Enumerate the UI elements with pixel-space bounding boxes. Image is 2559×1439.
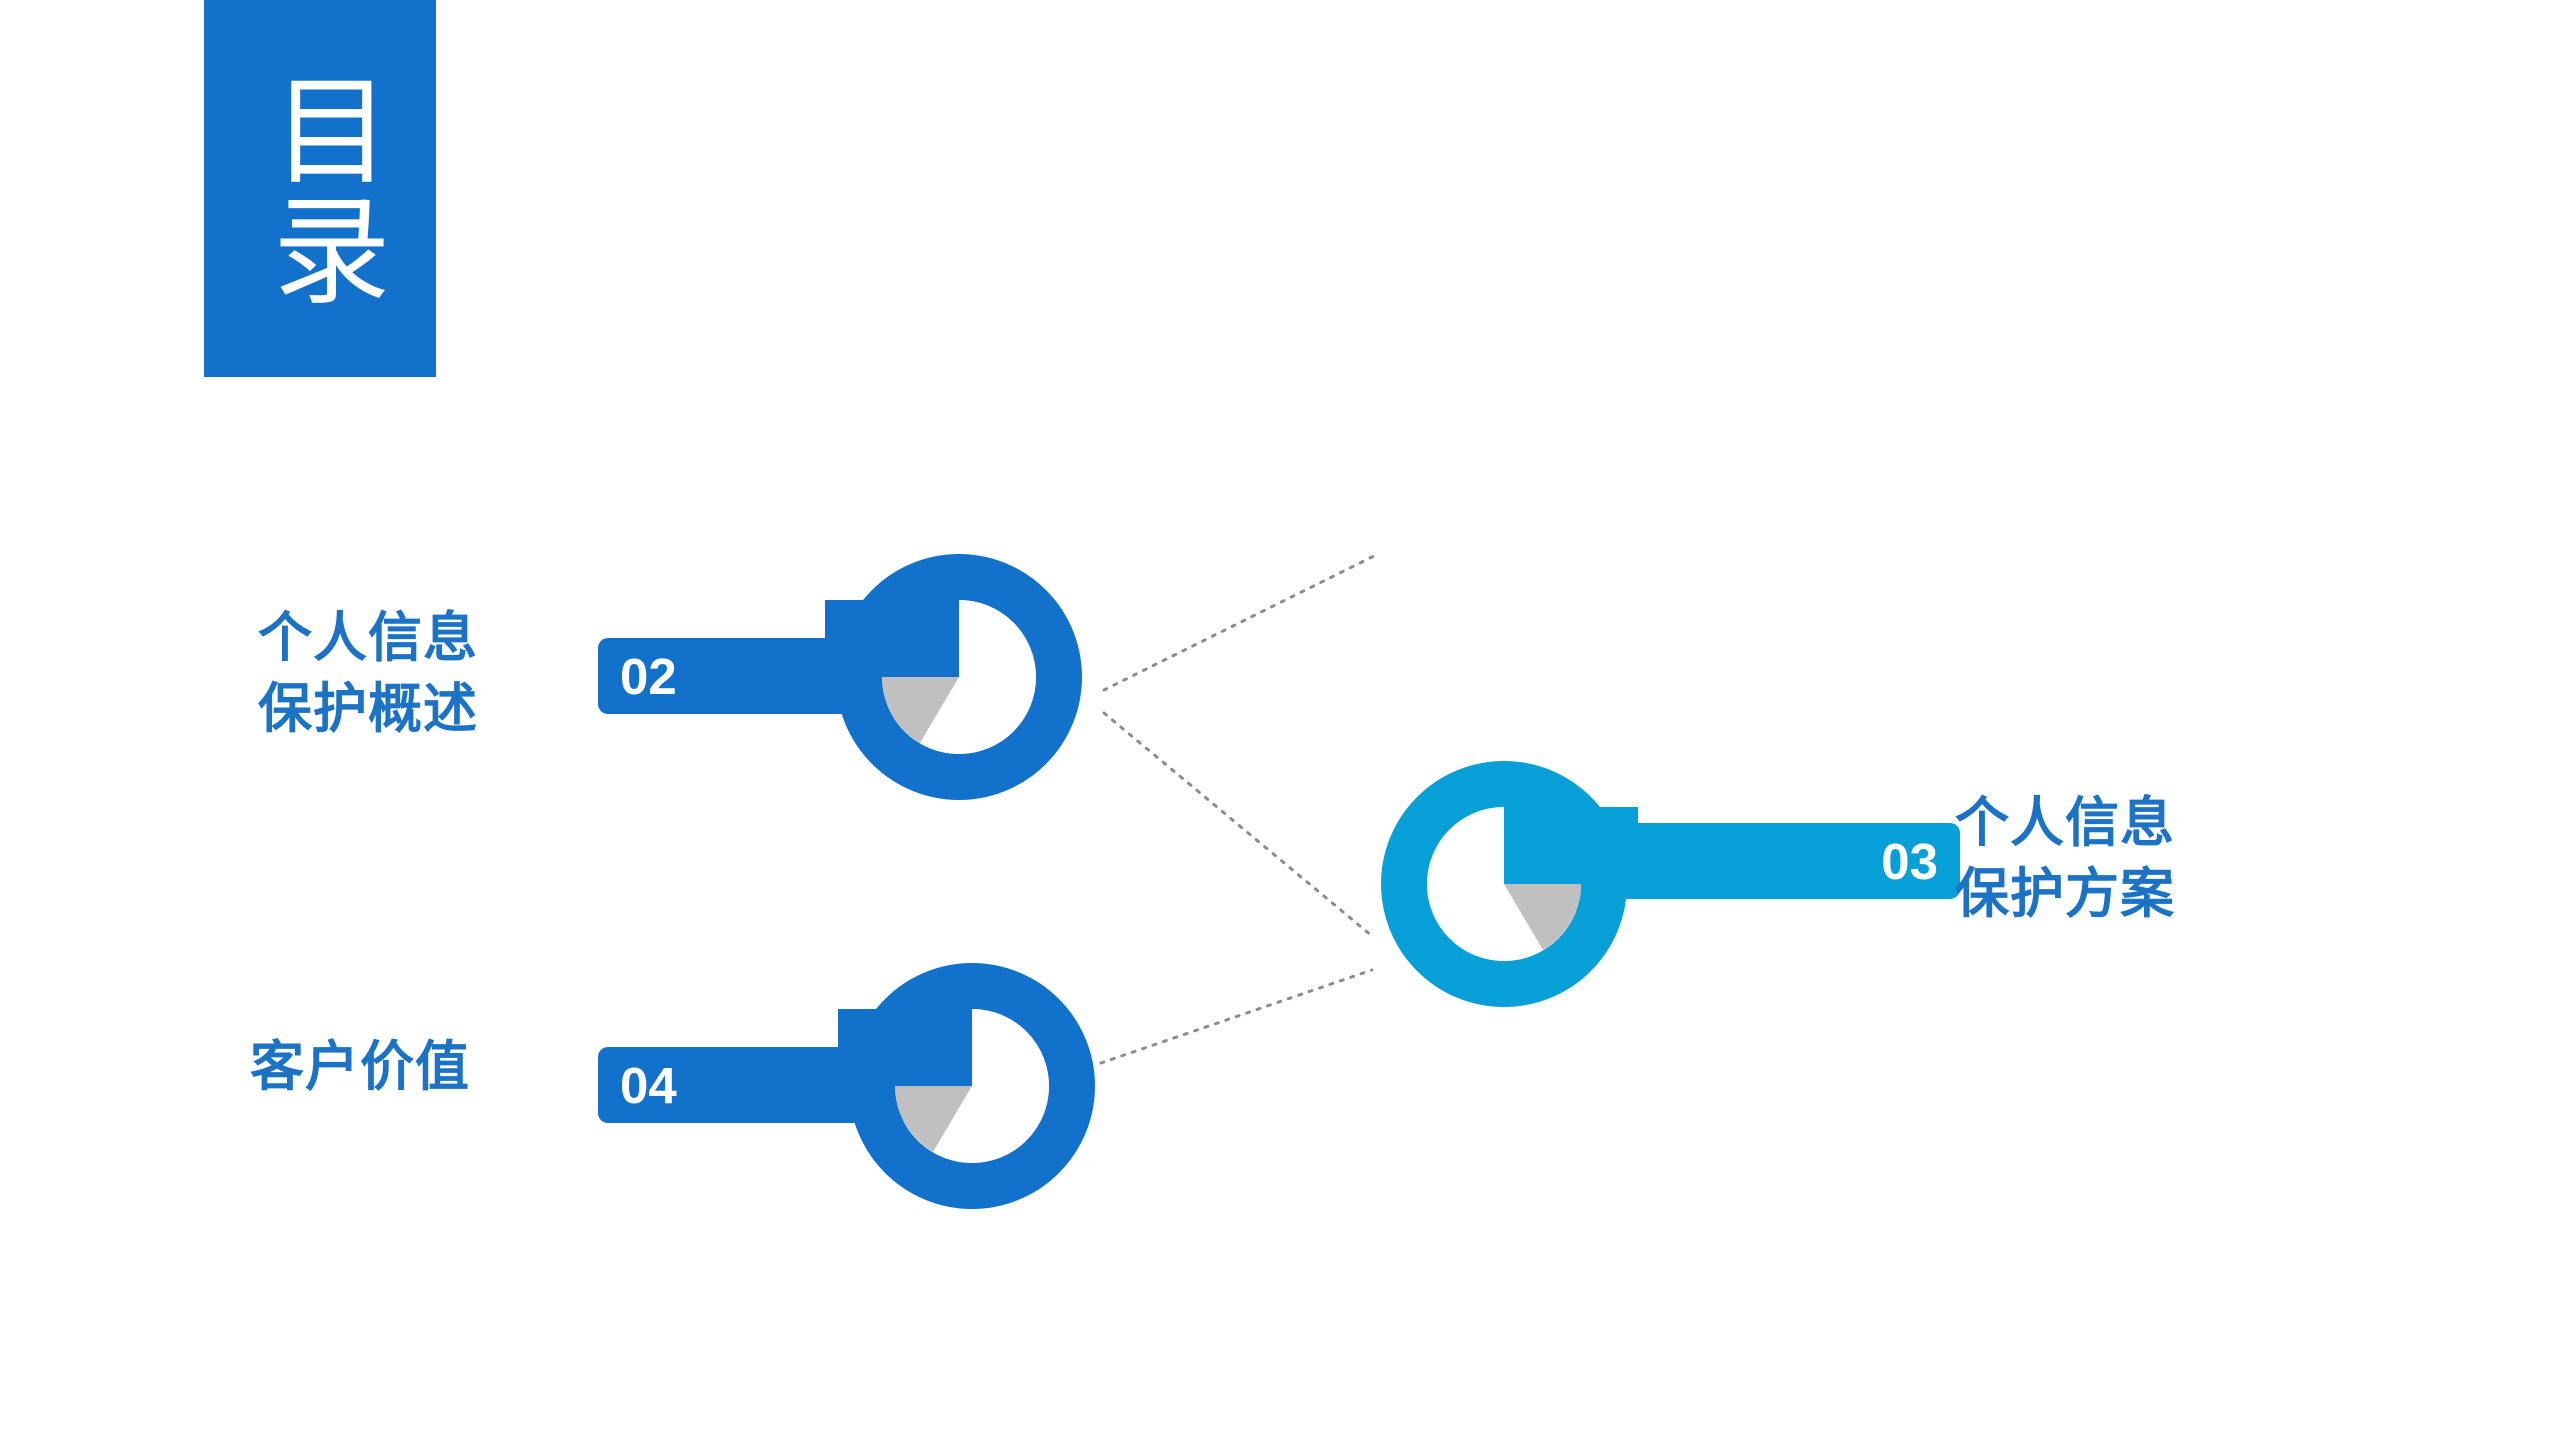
- toc-item-03-number: 03: [1881, 832, 1938, 890]
- ring-wedge-03: [1504, 884, 1581, 950]
- ring-wedge-04: [895, 1086, 972, 1152]
- ring-tab-02: [825, 600, 959, 677]
- ring-wedge-02: [882, 677, 959, 743]
- toc-item-03-ring: [1380, 760, 1638, 1008]
- toc-item-02-label-line2: 保护概述: [258, 679, 478, 740]
- toc-item-04-number: 04: [620, 1056, 677, 1114]
- toc-item-03-label-line2: 保护方案: [1955, 864, 2175, 925]
- toc-item-03-label-line1: 个人信息: [1955, 793, 2175, 853]
- connector-02-to-center: [1102, 711, 1374, 938]
- toc-item-02-label-line1: 个人信息: [258, 608, 478, 668]
- page-title: 目录: [254, 68, 387, 309]
- toc-item-02-ring: [825, 553, 1083, 801]
- toc-item-04-ring: [838, 962, 1096, 1210]
- connector-04-to-03: [1099, 968, 1374, 1065]
- toc-item-04-label-line1: 客户价值: [250, 1037, 470, 1097]
- toc-item-03-label: 个人信息 保护方案: [1955, 788, 2295, 931]
- toc-item-02-number: 02: [620, 647, 677, 705]
- title-block: 目录: [204, 0, 436, 377]
- connector-02-to-03: [1102, 554, 1376, 692]
- toc-item-03-badge[interactable]: 03: [1600, 823, 1960, 899]
- toc-item-02-label: 个人信息 保护概述: [258, 603, 558, 746]
- ring-tab-04: [838, 1009, 972, 1086]
- toc-item-04-label: 客户价值: [250, 1032, 550, 1103]
